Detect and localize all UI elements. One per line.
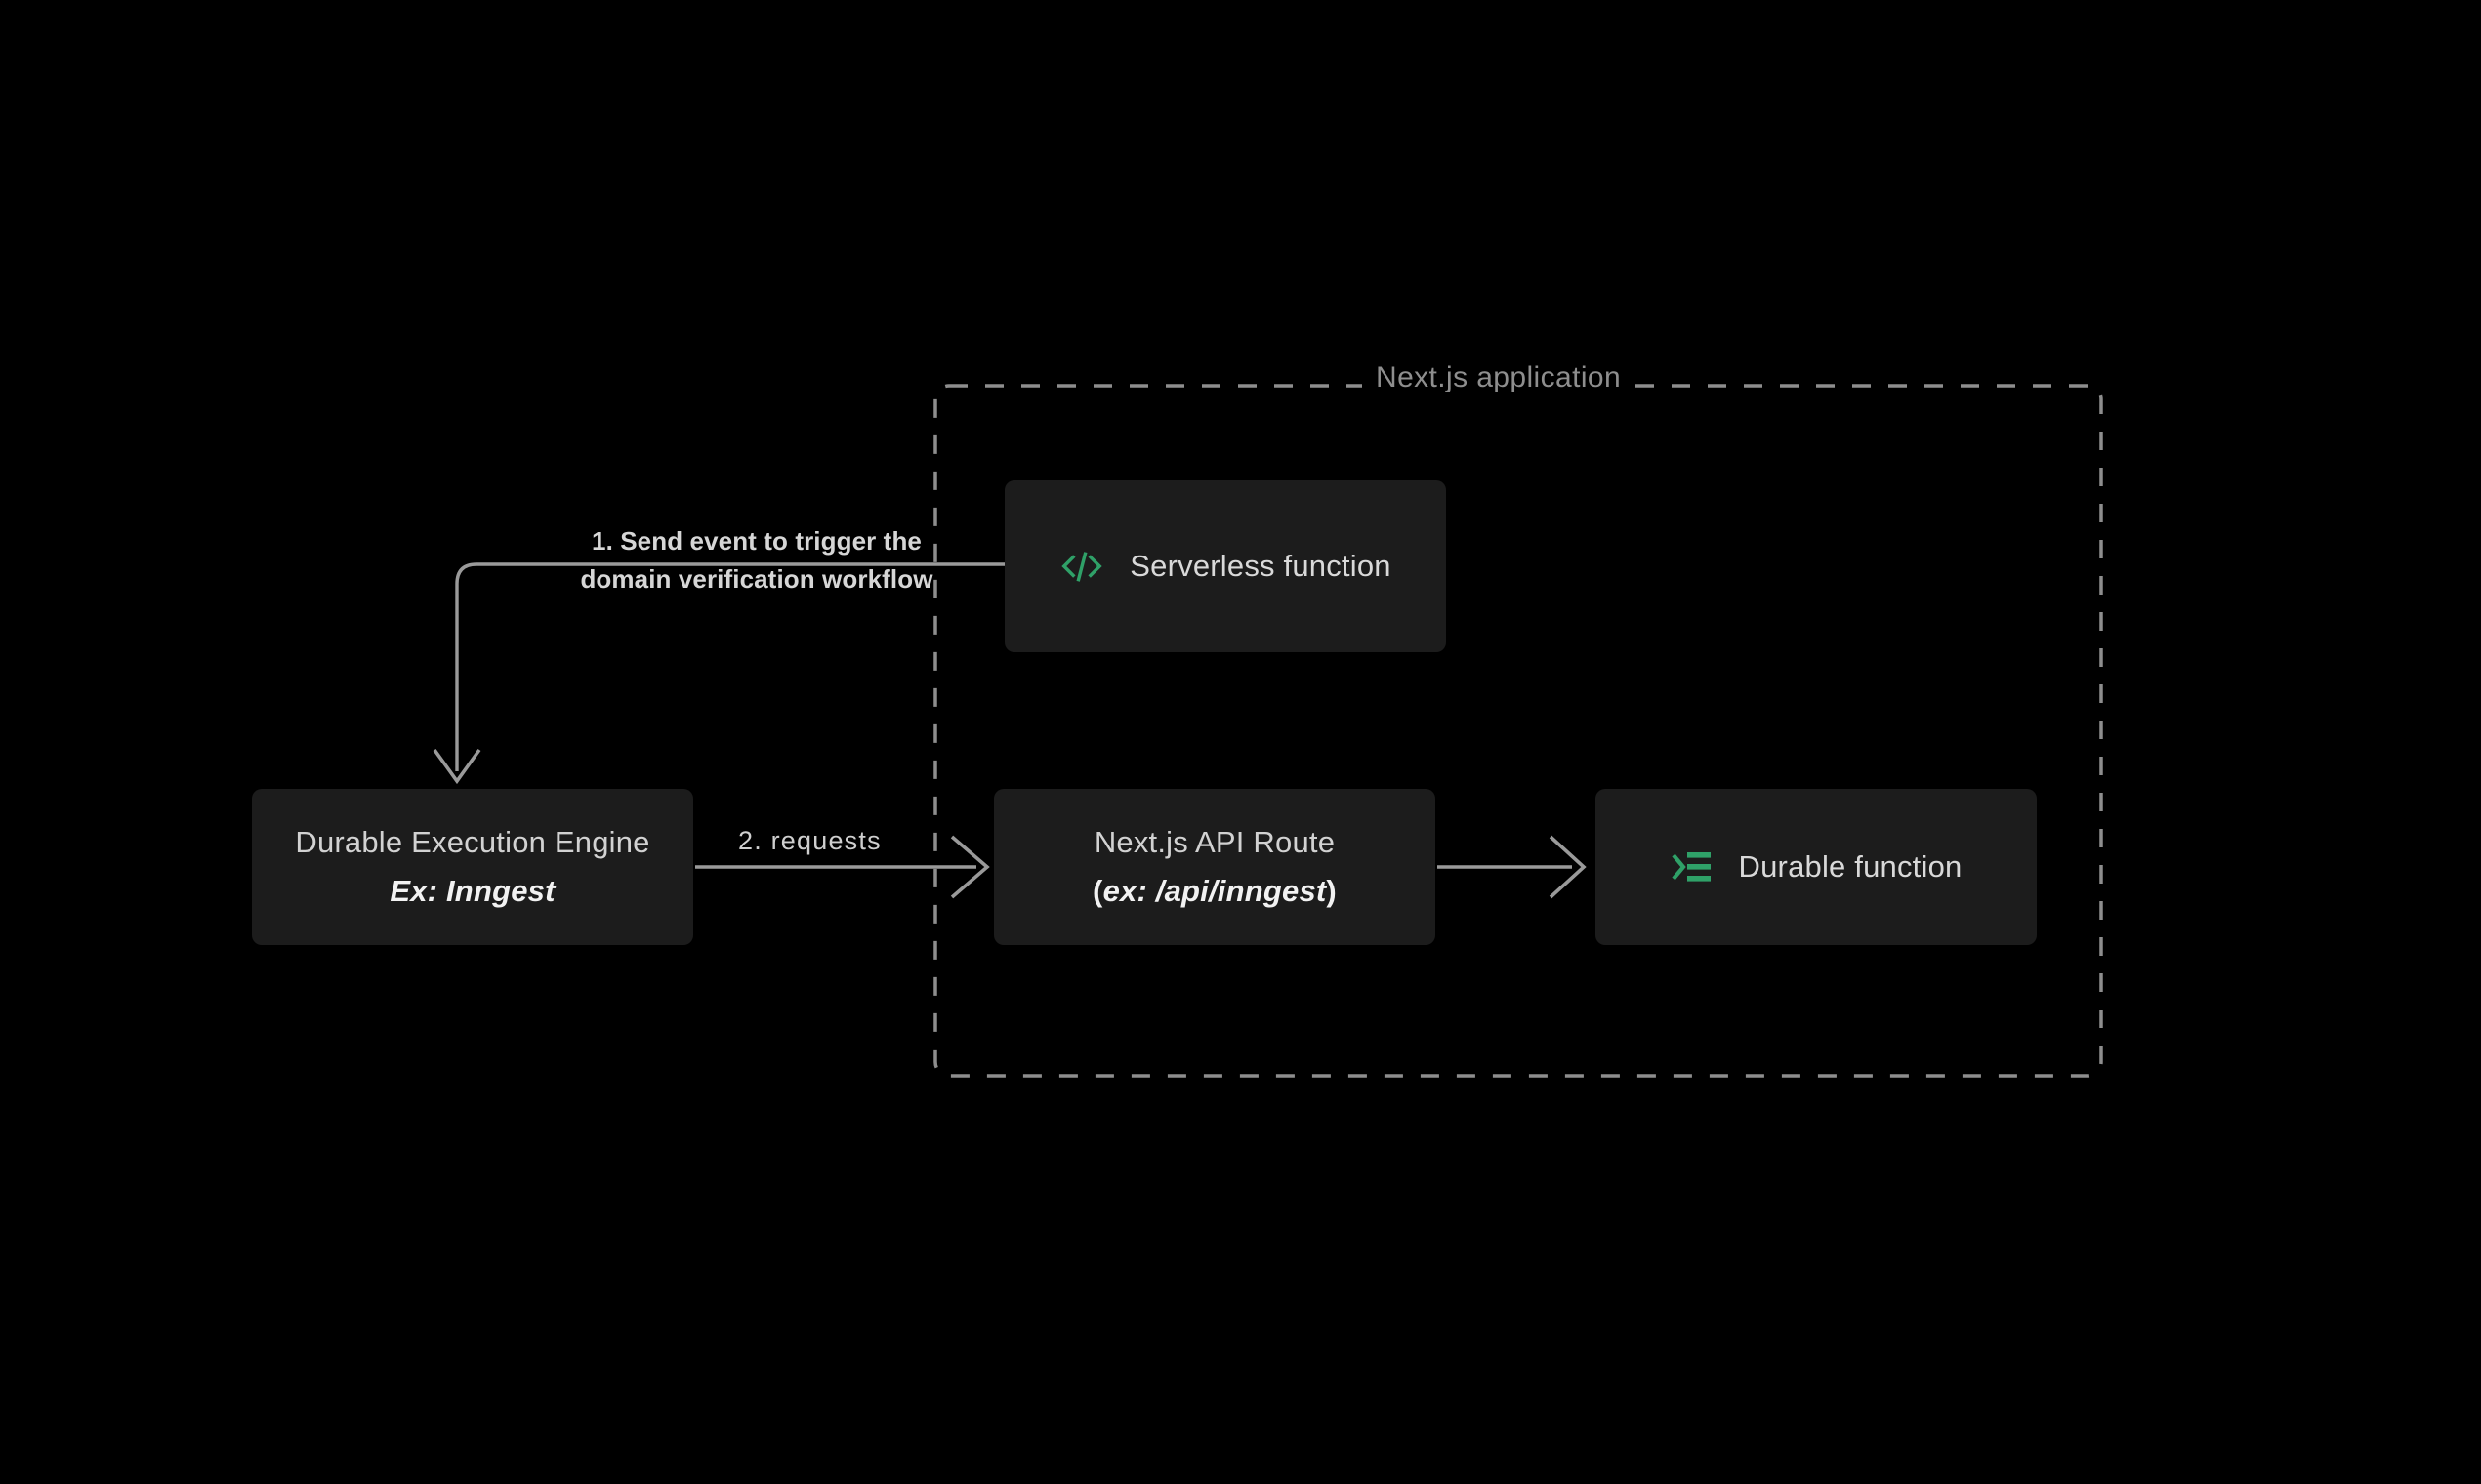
edge-1-label-line2: domain verification workflow — [580, 564, 933, 594]
edge-2-label: 2. requests — [738, 826, 882, 855]
edge-1-label-line1: 1. Send event to trigger the — [592, 526, 922, 556]
node-serverless-label: Serverless function — [1130, 549, 1391, 583]
paren-close: ) — [1326, 874, 1337, 908]
edge-engine-to-apiroute-arrowhead — [950, 835, 990, 899]
paren-open: ( — [1093, 874, 1103, 908]
edge-serverless-to-engine-arrowhead — [433, 748, 481, 785]
nextjs-application-boundary — [933, 384, 2103, 1078]
node-durable-function-label: Durable function — [1738, 849, 1963, 884]
node-durable-function[interactable]: Durable function — [1595, 789, 2037, 945]
node-engine-subtitle: Ex: Inngest — [390, 874, 556, 908]
node-serverless-function[interactable]: Serverless function — [1005, 480, 1446, 652]
edge-apiroute-to-durable-arrowhead — [1549, 835, 1587, 899]
node-apiroute-path: ex: /api/inngest — [1102, 874, 1327, 908]
node-nextjs-api-route[interactable]: Next.js API Route (ex: /api/inngest) — [994, 789, 1435, 945]
code-brackets-icon — [1061, 552, 1102, 582]
node-content: Next.js API Route (ex: /api/inngest) — [1093, 825, 1337, 909]
node-content: Durable function — [1671, 847, 1963, 886]
node-apiroute-title: Next.js API Route — [1094, 825, 1336, 859]
node-content: Durable Execution Engine Ex: Inngest — [295, 825, 649, 909]
edge-1-label: 1. Send event to trigger the domain veri… — [532, 522, 981, 598]
terminal-list-icon — [1671, 852, 1711, 882]
node-durable-execution-engine[interactable]: Durable Execution Engine Ex: Inngest — [252, 789, 693, 945]
node-engine-title: Durable Execution Engine — [295, 825, 650, 859]
edge-serverless-to-engine — [455, 562, 1005, 771]
nextjs-application-title: Next.js application — [1362, 361, 1635, 394]
node-apiroute-subtitle: (ex: /api/inngest) — [1093, 874, 1337, 909]
node-content: Serverless function — [1059, 544, 1391, 589]
